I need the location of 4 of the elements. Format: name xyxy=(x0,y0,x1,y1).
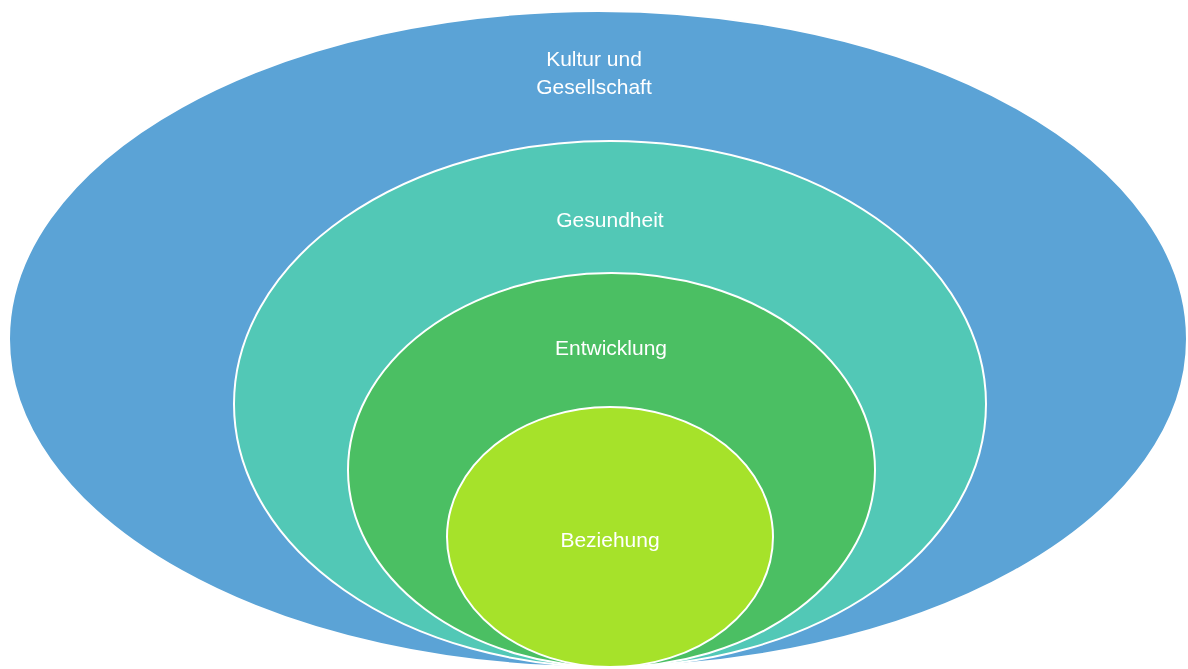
ring-label: Gesundheit xyxy=(555,207,665,233)
ring-label: Entwicklung xyxy=(553,335,669,361)
ring-label: Beziehung xyxy=(559,527,661,553)
ring-label: Kultur und Gesellschaft xyxy=(535,46,653,100)
